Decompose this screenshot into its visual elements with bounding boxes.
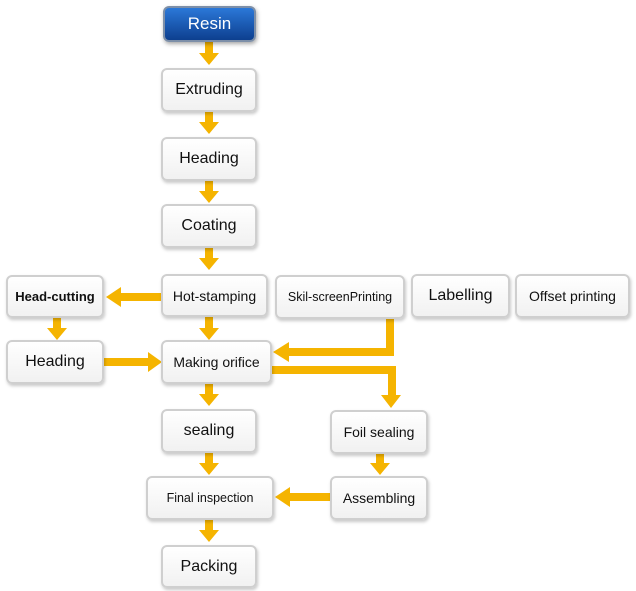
node-packing: Packing [161, 545, 257, 588]
node-assembling: Assembling [330, 476, 428, 520]
arrow-extruding-to-heading [199, 112, 219, 134]
arrow-hot-stamping-to-head-cutting [106, 287, 162, 307]
arrow-head-cutting-to-heading [47, 318, 67, 340]
node-foil-sealing: Foil sealing [330, 410, 428, 454]
arrow-making-orifice-to-foil-sealing [272, 366, 401, 408]
node-skil-screen-printing: Skil-screenPrinting [275, 275, 405, 319]
arrow-coating-to-hot-stamping [199, 248, 219, 270]
node-head-cutting: Head-cutting [6, 275, 104, 318]
node-labelling: Labelling [411, 274, 510, 318]
arrow-sealing-to-final-inspection [199, 453, 219, 475]
arrow-hot-stamping-to-making-orifice [199, 317, 219, 340]
node-sealing: sealing [161, 409, 257, 453]
node-extruding: Extruding [161, 68, 257, 112]
arrow-assembling-to-final-inspection [275, 487, 330, 507]
node-hot-stamping: Hot-stamping [161, 274, 268, 317]
node-coating: Coating [161, 204, 257, 248]
node-heading-side: Heading [6, 340, 104, 384]
arrow-making-orifice-to-sealing [199, 384, 219, 406]
arrow-foil-sealing-to-assembling [370, 454, 390, 475]
arrow-final-inspection-to-packing [199, 520, 219, 542]
arrow-heading-to-making-orifice [104, 352, 162, 372]
node-heading-main: Heading [161, 137, 257, 181]
node-offset-printing: Offset printing [515, 274, 630, 318]
node-resin: Resin [163, 6, 256, 42]
arrow-heading-to-coating [199, 181, 219, 203]
arrow-skil-screen-to-making-orifice [273, 319, 394, 362]
node-making-orifice: Making orifice [161, 340, 272, 384]
node-final-inspection: Final inspection [146, 476, 274, 520]
arrow-resin-to-extruding [199, 42, 219, 65]
